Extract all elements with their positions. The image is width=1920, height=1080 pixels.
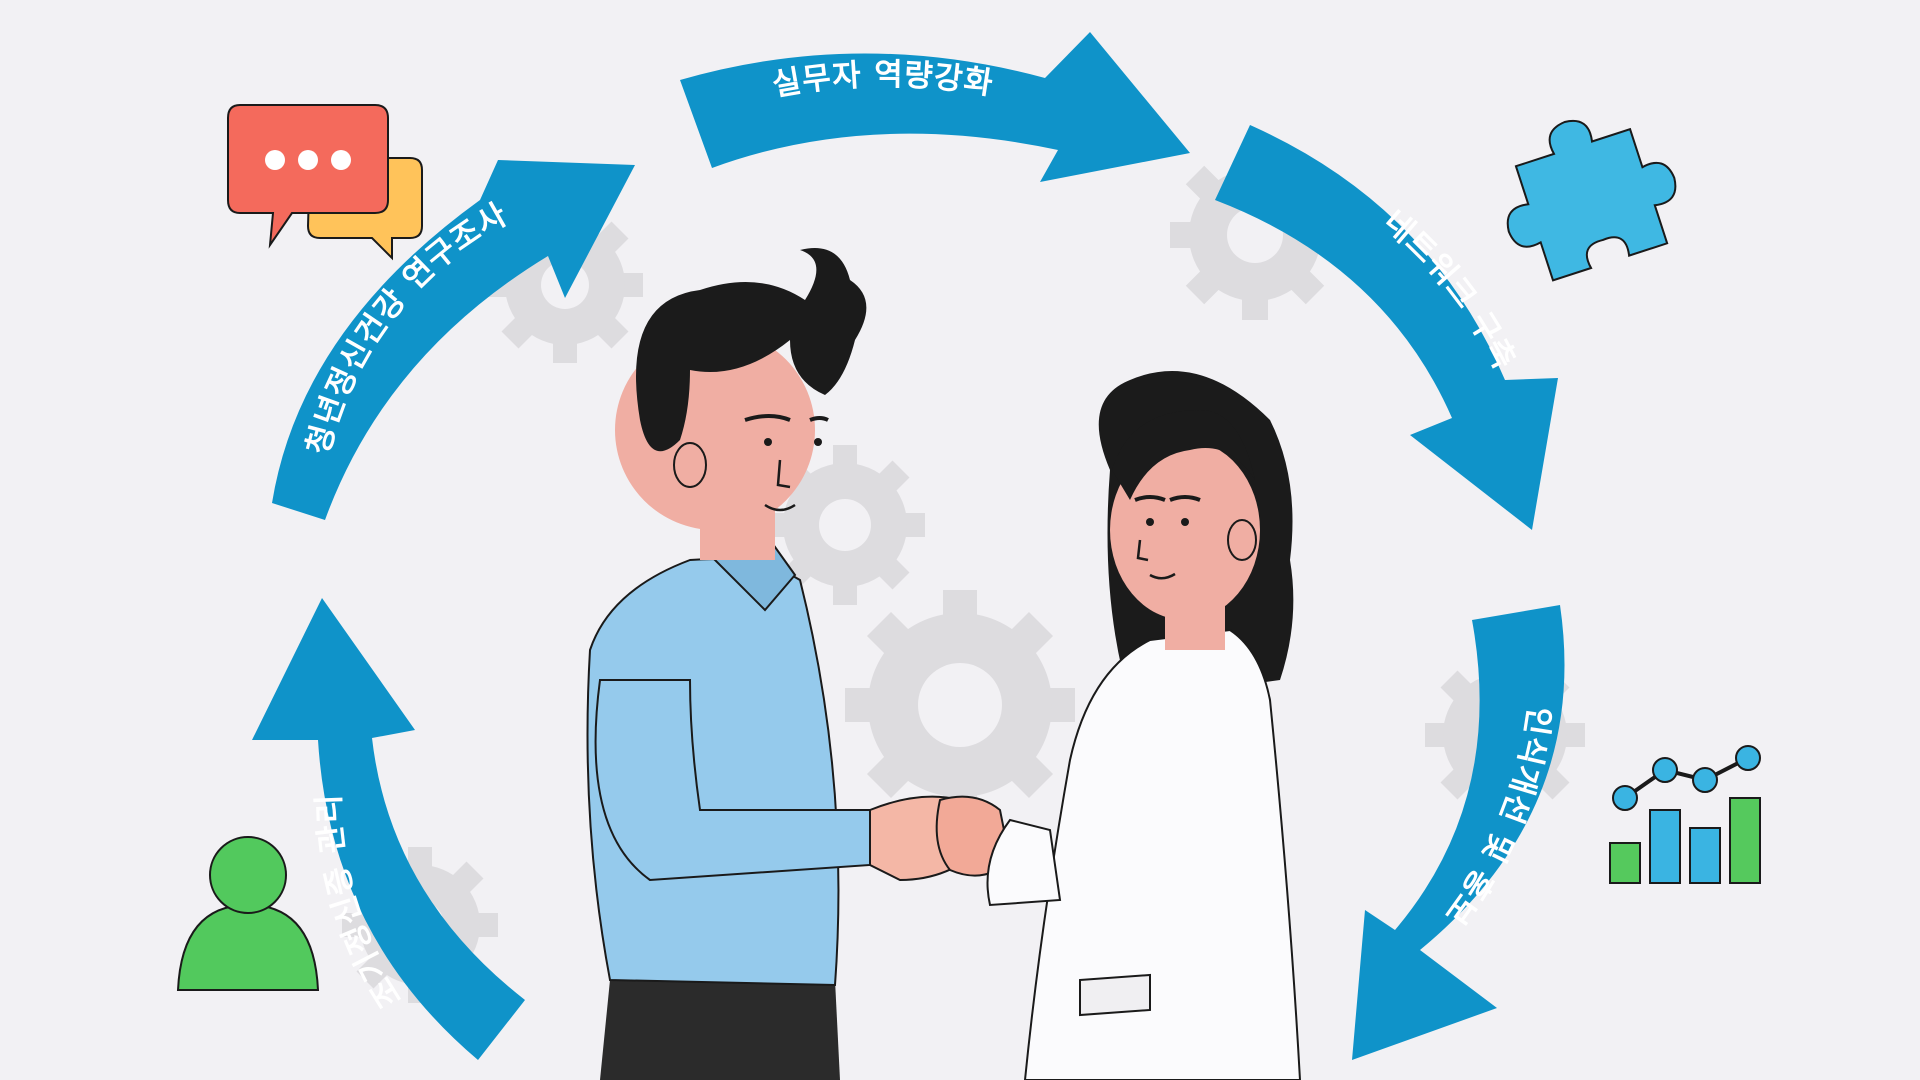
gear-icon (765, 445, 925, 605)
arrow-research (272, 160, 635, 520)
speech-bubbles-icon (227, 104, 423, 261)
arrow-training (680, 32, 1190, 182)
user-icon (176, 836, 320, 991)
arrow-early-care (252, 598, 525, 1060)
man-figure (586, 248, 871, 1080)
woman-figure (986, 371, 1302, 1080)
arrow-awareness (1352, 605, 1565, 1060)
cycle-arrows (252, 32, 1565, 1060)
puzzle-piece-icon (1506, 120, 1677, 282)
growth-chart-icon (1609, 745, 1761, 884)
arrow-network (1215, 125, 1558, 530)
gear-icon (845, 590, 1075, 820)
